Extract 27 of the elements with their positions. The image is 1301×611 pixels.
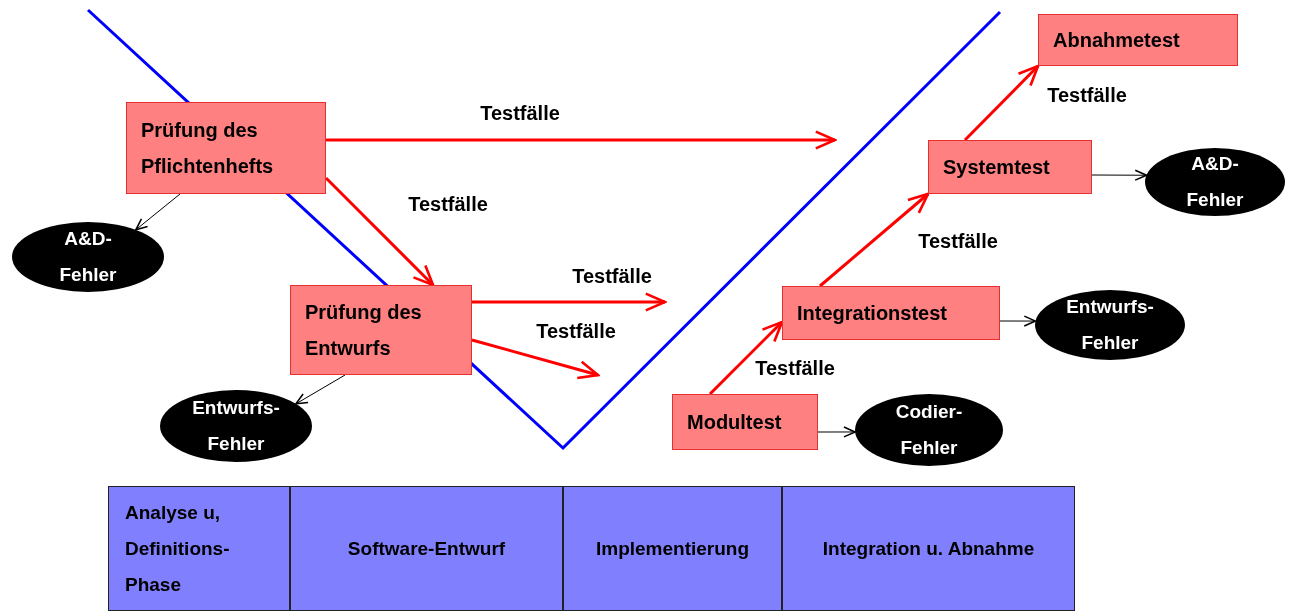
error-ellipse: Entwurfs-Fehler bbox=[160, 390, 312, 462]
phase-band: Implementierung bbox=[563, 486, 782, 611]
error-ellipse: A&D-Fehler bbox=[1145, 148, 1285, 216]
process-box: Modultest bbox=[672, 394, 818, 450]
error-ellipse: Entwurfs-Fehler bbox=[1035, 290, 1185, 360]
arrow bbox=[472, 292, 667, 312]
error-ellipse: A&D-Fehler bbox=[12, 222, 164, 292]
process-box: Systemtest bbox=[928, 140, 1092, 194]
arrow bbox=[471, 338, 600, 380]
phase-band: Analyse u, Definitions-Phase bbox=[108, 486, 290, 611]
arrow bbox=[1091, 169, 1148, 181]
error-ellipse: Codier-Fehler bbox=[855, 394, 1003, 466]
arrow bbox=[324, 176, 435, 287]
arrow bbox=[326, 130, 837, 150]
arrow bbox=[295, 374, 346, 405]
phase-band: Software-Entwurf bbox=[290, 486, 563, 611]
arrow bbox=[819, 192, 930, 288]
arrow bbox=[708, 320, 784, 396]
process-box: Prüfung des Entwurfs bbox=[290, 285, 472, 375]
arrow bbox=[817, 426, 856, 438]
process-box: Prüfung des Pflichtenhefts bbox=[126, 102, 326, 194]
phase-band: Integration u. Abnahme bbox=[782, 486, 1075, 611]
arrow bbox=[135, 193, 181, 231]
arrow bbox=[999, 315, 1037, 327]
arrow bbox=[963, 64, 1040, 142]
process-box: Integrationstest bbox=[782, 286, 1000, 340]
process-box: Abnahmetest bbox=[1038, 14, 1238, 66]
